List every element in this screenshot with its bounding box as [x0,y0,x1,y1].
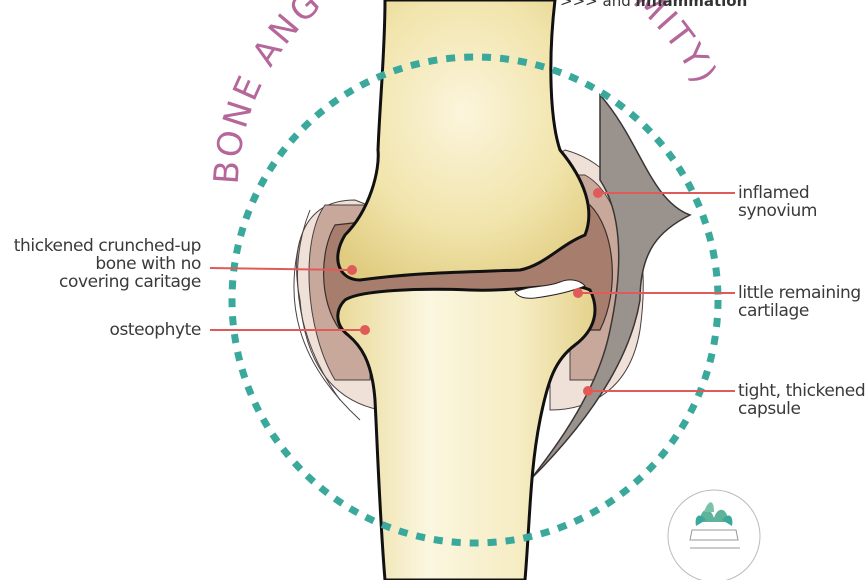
logo-plant-icon [668,490,760,580]
label-line: covering caritage [14,273,201,291]
lower-bone [338,286,595,580]
top-note-and: and [603,0,631,10]
label-line: capsule [738,400,865,418]
label-line: inflamed [738,184,817,202]
label-line: thickened crunched-up [14,237,201,255]
top-note: >>> and inflammation [560,0,747,10]
label-cartilage: little remaining cartilage [738,284,861,320]
label-line: little remaining [738,284,861,302]
label-line: osteophyte [109,321,201,339]
label-line: cartilage [738,302,861,320]
top-note-bold: inflammation [636,0,748,10]
upper-bone [338,0,589,280]
label-osteophyte: osteophyte [109,321,201,339]
label-thickened-bone: thickened crunched-up bone with no cover… [14,237,201,291]
top-note-arrows: >>> [560,0,598,10]
pointer-dot-osteophyte [360,325,370,335]
label-line: synovium [738,202,817,220]
label-line: tight, thickened [738,382,865,400]
label-inflamed-synovium: inflamed synovium [738,184,817,220]
label-capsule: tight, thickened capsule [738,382,865,418]
label-line: bone with no [14,255,201,273]
pointer-dot-capsule [583,386,593,396]
pointer-dot-synovium [593,188,603,198]
pointer-dot-thickened-bone [347,265,357,275]
pointer-dot-cartilage [573,288,583,298]
